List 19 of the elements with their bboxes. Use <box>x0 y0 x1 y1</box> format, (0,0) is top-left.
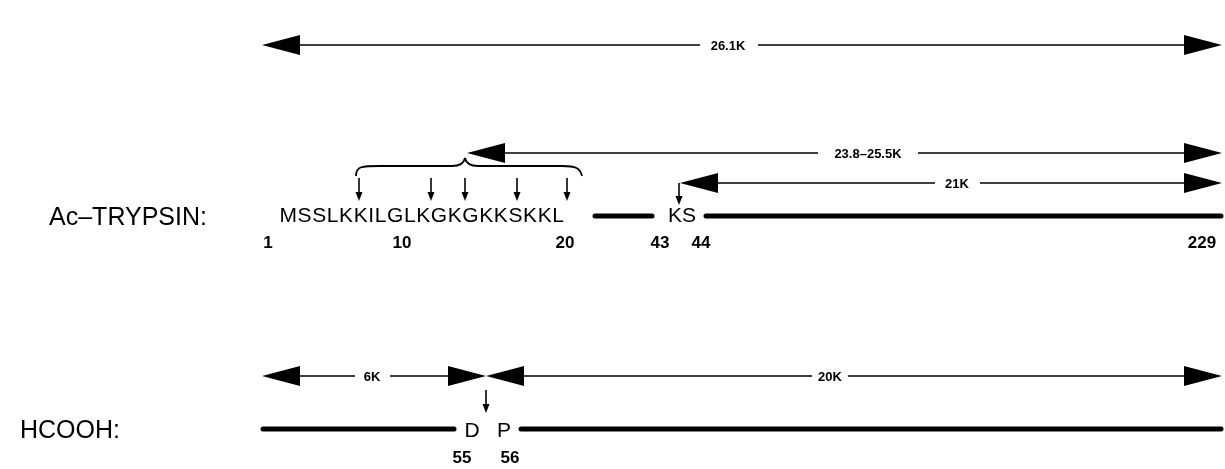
size-label: 21K <box>945 176 969 190</box>
size-label: 23.8–25.5K <box>834 146 902 160</box>
size-label: 6K <box>363 369 381 383</box>
residue-letter: D <box>464 418 480 440</box>
row-label: HCOOH: <box>20 416 120 442</box>
residue-letters: KS <box>668 203 696 225</box>
row-label: Ac–TRYPSIN: <box>49 203 207 229</box>
residue-number: 56 <box>500 448 520 466</box>
residue-number: 20 <box>555 233 575 251</box>
residue-number: 44 <box>691 233 711 251</box>
residue-number: 43 <box>650 233 670 251</box>
residue-number: 55 <box>452 448 472 466</box>
sequence-text: MSSLKKILGLKGKGKKSKKL <box>279 203 565 225</box>
size-label: 20K <box>818 369 842 383</box>
residue-letter: P <box>497 418 511 440</box>
residue-number: 229 <box>1187 233 1217 251</box>
size-label: 26.1K <box>710 38 746 52</box>
residue-number: 10 <box>392 233 412 251</box>
residue-number: 1 <box>263 233 273 251</box>
